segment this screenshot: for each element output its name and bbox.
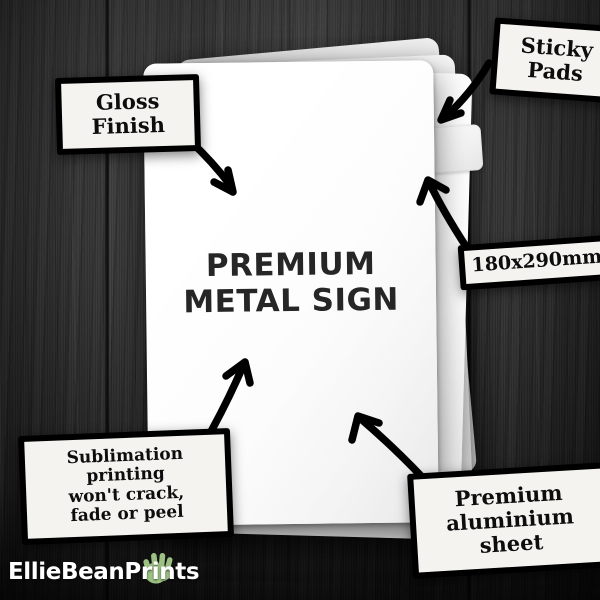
callout-gloss-finish-line1: Gloss <box>95 88 160 115</box>
callout-gloss-finish: Gloss Finish <box>54 74 202 155</box>
callout-sublimation: Sublimation printing won't crack, fade o… <box>17 427 235 545</box>
sign-title: PREMIUM METAL SIGN <box>145 246 436 321</box>
brand-name: EllieBeanPrints <box>8 559 200 585</box>
callout-aluminium: Premium aluminium sheet <box>407 462 600 579</box>
handprint-icon <box>143 553 174 584</box>
sign-title-line1: PREMIUM <box>205 245 376 285</box>
callout-sticky-pads: Sticky Pads <box>489 17 600 104</box>
callout-gloss-finish-line2: Finish <box>91 111 166 139</box>
sign-title-line2: METAL SIGN <box>183 281 400 321</box>
brand-watermark: EllieBeanPrints <box>8 552 200 592</box>
callout-dimensions-line1: 180x290mm <box>470 245 600 277</box>
